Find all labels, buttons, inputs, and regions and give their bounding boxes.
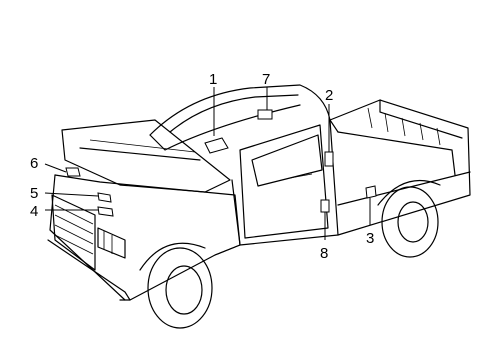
label-patch-8 (320, 199, 330, 213)
callout-5: 5 (30, 185, 38, 202)
label-patch-3 (365, 185, 377, 199)
leader-5 (44, 192, 99, 197)
callout-4: 4 (30, 203, 38, 220)
callout-1: 1 (209, 71, 217, 88)
callout-8: 8 (320, 245, 328, 262)
callout-3: 3 (366, 230, 374, 247)
leader-lines (44, 87, 371, 240)
label-patches (65, 109, 377, 217)
label-patch-1 (204, 137, 229, 154)
truck-body (47, 84, 471, 329)
callout-6: 6 (30, 155, 38, 172)
label-patch-6 (65, 167, 81, 177)
callouts: 1 2 3 4 5 6 7 8 (30, 71, 374, 262)
callout-7: 7 (262, 71, 270, 88)
label-patch-2 (324, 151, 334, 167)
leader-6 (44, 163, 67, 173)
label-patch-5 (97, 192, 112, 203)
label-patch-4 (97, 206, 114, 217)
callout-2: 2 (325, 87, 333, 104)
label-patch-7 (257, 109, 273, 120)
